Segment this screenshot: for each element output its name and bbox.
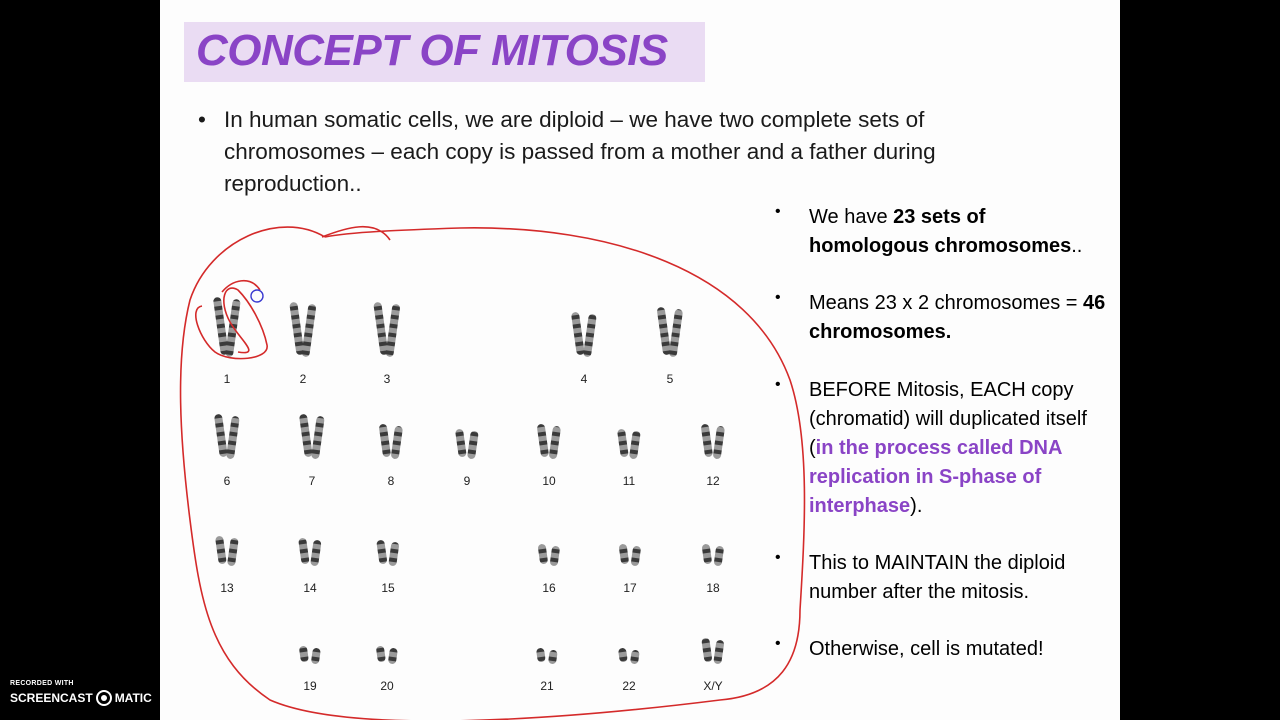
- chromosome-13-right: [227, 538, 239, 566]
- chromosome-label-4: 4: [580, 372, 588, 386]
- chromosome-6-right: [226, 416, 240, 459]
- point-5-text: Otherwise, cell is mutated!: [809, 638, 1044, 660]
- chromosome-9-left: [455, 429, 467, 457]
- chromosome-set: [213, 297, 725, 664]
- slide: CONCEPT OF MITOSIS • In human somatic ce…: [160, 0, 1120, 720]
- chromosome-label-10: 10: [542, 474, 556, 488]
- karyotype-figure: [179, 226, 806, 720]
- chromosome-label-15: 15: [381, 581, 395, 595]
- slide-title: CONCEPT OF MITOSIS: [196, 26, 668, 75]
- title-box: CONCEPT OF MITOSIS: [184, 22, 705, 82]
- bullet-icon: •: [775, 635, 781, 652]
- chromosome-label-1: 1: [223, 372, 231, 386]
- bullet-icon: •: [775, 549, 781, 566]
- chromosome-label-17: 17: [623, 581, 637, 595]
- point-1-bold: 23 sets of homologous chromosomes: [809, 206, 1072, 257]
- chromosome-label-19: 19: [303, 679, 317, 693]
- chromosome-7-left: [299, 414, 313, 457]
- chromosome-20-right: [388, 648, 398, 664]
- chromosome-11-right: [629, 431, 641, 459]
- chromosome-6-left: [214, 414, 228, 457]
- chromosome-label-14: 14: [303, 581, 317, 595]
- chromosome-13-left: [215, 536, 227, 564]
- chromosome-1-left: [213, 297, 229, 355]
- chromosome-18-right: [714, 546, 724, 566]
- chromosome-17-left: [619, 544, 629, 564]
- chromosome-2-left: [289, 302, 304, 355]
- annotation-circle: [250, 289, 264, 303]
- chromosome-19-left: [299, 646, 309, 662]
- chromosome-16-left: [538, 544, 548, 564]
- chromosome-20-left: [376, 646, 386, 662]
- chromosome-label-13: 13: [220, 581, 234, 595]
- chromosome-label-22: 22: [622, 679, 636, 693]
- chromosome-19-right: [311, 648, 321, 664]
- screencast-watermark: RECORDED WITH SCREENCAST MATIC: [10, 680, 160, 706]
- chromosome-10-right: [549, 426, 561, 459]
- chromosome-label-16: 16: [542, 581, 556, 595]
- chromosome-label-20: 20: [380, 679, 394, 693]
- chromosome-5-right: [669, 309, 683, 357]
- chromosome-18-left: [702, 544, 712, 564]
- chromosome-12-left: [701, 424, 713, 457]
- point-3-tail: ).: [910, 495, 923, 517]
- chromosome-X/Y-left: [701, 638, 712, 662]
- watermark-left: SCREENCAST: [10, 691, 93, 705]
- chromosome-X/Y-right: [713, 640, 724, 664]
- chromosome-15-left: [376, 540, 387, 564]
- chromosome-label-7: 7: [308, 474, 316, 488]
- intro-text: In human somatic cells, we are diploid –…: [224, 107, 936, 196]
- point-2-bold: 46 chromosomes.: [809, 292, 1106, 343]
- bullet-icon: •: [775, 203, 781, 220]
- watermark-top: RECORDED WITH: [10, 680, 74, 687]
- chromosome-21-left: [536, 648, 546, 662]
- bullet-icon: •: [775, 289, 781, 306]
- chromosome-4-right: [583, 314, 597, 357]
- point-1-text: We have: [809, 206, 894, 228]
- chromosome-22-right: [630, 650, 640, 664]
- chromosome-label-X/Y: X/Y: [703, 679, 723, 693]
- chromosome-4-left: [571, 312, 585, 355]
- chromosome-10-left: [537, 424, 549, 457]
- chromosome-label-6: 6: [223, 474, 231, 488]
- chromosome-21-right: [548, 650, 558, 664]
- chromosome-label-2: 2: [299, 372, 307, 386]
- chromosome-15-right: [388, 542, 399, 566]
- chromosome-3-right: [385, 304, 400, 357]
- chromosome-8-right: [391, 426, 403, 459]
- chromosome-12-right: [713, 426, 725, 459]
- point-1-tail: ..: [1071, 235, 1083, 257]
- point-2-text: Means 23 x 2 chromosomes =: [809, 292, 1084, 314]
- chromosome-label-18: 18: [706, 581, 720, 595]
- record-icon: [95, 690, 112, 706]
- chromosome-label-21: 21: [540, 679, 554, 693]
- chromosome-17-right: [631, 546, 641, 566]
- bullet-icon: •: [775, 376, 781, 393]
- point-3-text: BEFORE Mitosis, EACH copy (chromatid) wi…: [809, 379, 1087, 459]
- annotation-loop: [179, 226, 806, 720]
- chromosome-label-11: 11: [622, 474, 636, 488]
- point-4-text: This to MAINTAIN the diploid number afte…: [809, 552, 1066, 603]
- chromosome-3-left: [373, 302, 388, 355]
- chromosome-label-8: 8: [387, 474, 395, 488]
- chromosome-14-left: [298, 538, 310, 564]
- chromosome-5-left: [657, 307, 671, 355]
- bullet-icon: •: [198, 107, 206, 132]
- chromosome-8-left: [379, 424, 391, 457]
- watermark-right: MATIC: [114, 691, 152, 705]
- chromosome-22-left: [618, 648, 628, 662]
- chromosome-7-right: [311, 416, 325, 459]
- chromosome-11-left: [617, 429, 629, 457]
- chromosome-9-right: [467, 431, 479, 459]
- chromosome-14-right: [310, 540, 322, 566]
- point-3-highlight: in the process called DNA replication in…: [809, 437, 1062, 517]
- chromosome-2-right: [301, 304, 316, 357]
- chromosome-label-5: 5: [666, 372, 674, 386]
- chromosome-label-3: 3: [383, 372, 391, 386]
- chromosome-16-right: [550, 546, 560, 566]
- chromosome-label-12: 12: [706, 474, 720, 488]
- chromosome-label-9: 9: [463, 474, 471, 488]
